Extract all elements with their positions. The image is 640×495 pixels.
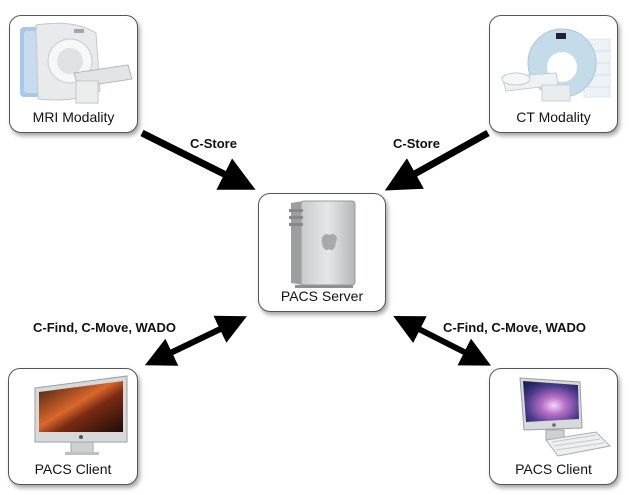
node-label: MRI Modality — [32, 109, 115, 125]
node-label: CT Modality — [516, 109, 591, 125]
server-tower-icon — [289, 200, 356, 288]
node-pacs-client-right[interactable]: PACS Client — [489, 368, 618, 485]
edge-label-server-client-right: C-Find, C-Move, WADO — [443, 320, 586, 335]
node-mri-modality[interactable]: MRI Modality — [9, 15, 138, 133]
node-pacs-server[interactable]: PACS Server — [258, 193, 386, 312]
arrow-server-client-right — [393, 316, 491, 366]
edge-label-mri-server: C-Store — [190, 136, 237, 151]
edge-label-server-client-left: C-Find, C-Move, WADO — [33, 320, 176, 335]
node-label: PACS Client — [515, 461, 592, 477]
arrow-server-client-left — [144, 315, 247, 366]
node-label: PACS Client — [34, 461, 112, 477]
arrow-mri-to-server — [140, 129, 256, 190]
mri-scanner-icon — [20, 22, 133, 104]
node-label: PACS Server — [280, 288, 364, 304]
node-pacs-client-left[interactable]: PACS Client — [8, 368, 138, 485]
desktop-computer-icon — [34, 375, 128, 455]
ct-scanner-icon — [501, 28, 611, 102]
desktop-computer-keyboard-icon — [519, 377, 612, 457]
node-ct-modality[interactable]: CT Modality — [489, 15, 618, 133]
arrow-ct-to-server — [384, 129, 490, 191]
edge-label-ct-server: C-Store — [393, 136, 440, 151]
